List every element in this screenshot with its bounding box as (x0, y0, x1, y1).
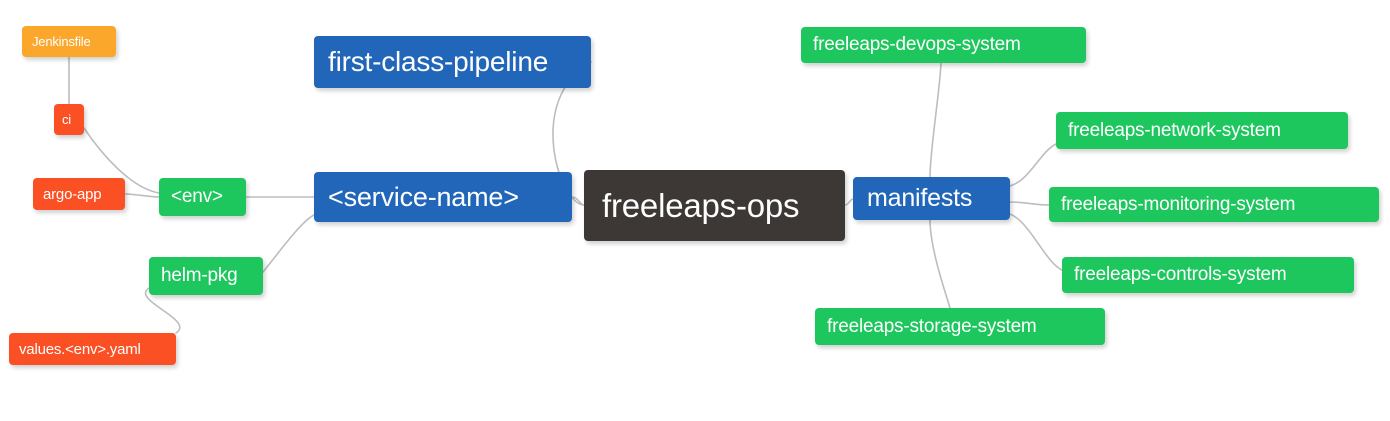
mindmap-node-freeleaps-controls-system[interactable]: freeleaps-controls-system (1062, 257, 1354, 293)
mindmap-node-label: argo-app (43, 185, 102, 203)
mindmap-node-label: Jenkinsfile (32, 34, 91, 49)
mindmap-node-label: values.<env>.yaml (19, 340, 141, 358)
edge-freeleaps-ops-to-service-name (571, 196, 585, 206)
edge-env-to-argo-app (124, 193, 160, 198)
mindmap-node-label: <service-name> (328, 181, 519, 212)
mindmap-node-label: first-class-pipeline (328, 46, 549, 77)
mindmap-node-label: freeleaps-ops (602, 186, 800, 224)
mindmap-node-label: freeleaps-network-system (1068, 119, 1281, 141)
mindmap-node-label: freeleaps-devops-system (813, 34, 1021, 55)
mindmap-node-freeleaps-ops[interactable]: freeleaps-ops (584, 170, 845, 241)
mindmap-node-first-class-pipeline[interactable]: first-class-pipeline (314, 36, 591, 88)
mindmap-node-ci[interactable]: ci (54, 104, 84, 135)
mindmap-node-label: ci (62, 112, 71, 127)
edge-freeleaps-ops-to-manifests (844, 198, 854, 206)
mindmap-node-helm-pkg[interactable]: helm-pkg (149, 257, 263, 295)
mindmap-node-label: freeleaps-storage-system (827, 315, 1037, 337)
mindmap-node-env[interactable]: <env> (159, 178, 246, 216)
edge-service-name-to-helm-pkg (262, 214, 315, 273)
mindmap-node-label: freeleaps-controls-system (1074, 264, 1287, 285)
mindmap-node-label: manifests (867, 184, 973, 212)
mindmap-node-freeleaps-network-system[interactable]: freeleaps-network-system (1056, 112, 1348, 149)
mindmap-node-freeleaps-devops-system[interactable]: freeleaps-devops-system (801, 27, 1086, 63)
edge-manifests-to-freeleaps-network-system (1009, 143, 1057, 187)
mindmap-node-argo-app[interactable]: argo-app (33, 178, 125, 210)
mindmap-node-label: freeleaps-monitoring-system (1061, 193, 1296, 215)
mindmap-node-jenkinsfile[interactable]: Jenkinsfile (22, 26, 116, 57)
mindmap-node-freeleaps-storage-system[interactable]: freeleaps-storage-system (815, 308, 1105, 345)
edge-manifests-to-freeleaps-controls-system (1009, 213, 1063, 271)
mindmap-node-freeleaps-monitoring-system[interactable]: freeleaps-monitoring-system (1049, 187, 1379, 222)
edge-manifests-to-freeleaps-devops-system (929, 62, 942, 178)
mindmap-node-values-yaml[interactable]: values.<env>.yaml (9, 333, 176, 365)
mindmap-node-label: <env> (171, 186, 223, 207)
edge-manifests-to-freeleaps-storage-system (929, 219, 951, 309)
mindmap-node-service-name[interactable]: <service-name> (314, 172, 572, 222)
edge-manifests-to-freeleaps-monitoring-system (1009, 201, 1050, 206)
mindmap-node-label: helm-pkg (161, 265, 238, 286)
mindmap-node-manifests[interactable]: manifests (853, 177, 1010, 220)
edge-env-to-ci (83, 127, 160, 194)
edge-helm-pkg-to-values-yaml (144, 287, 181, 334)
